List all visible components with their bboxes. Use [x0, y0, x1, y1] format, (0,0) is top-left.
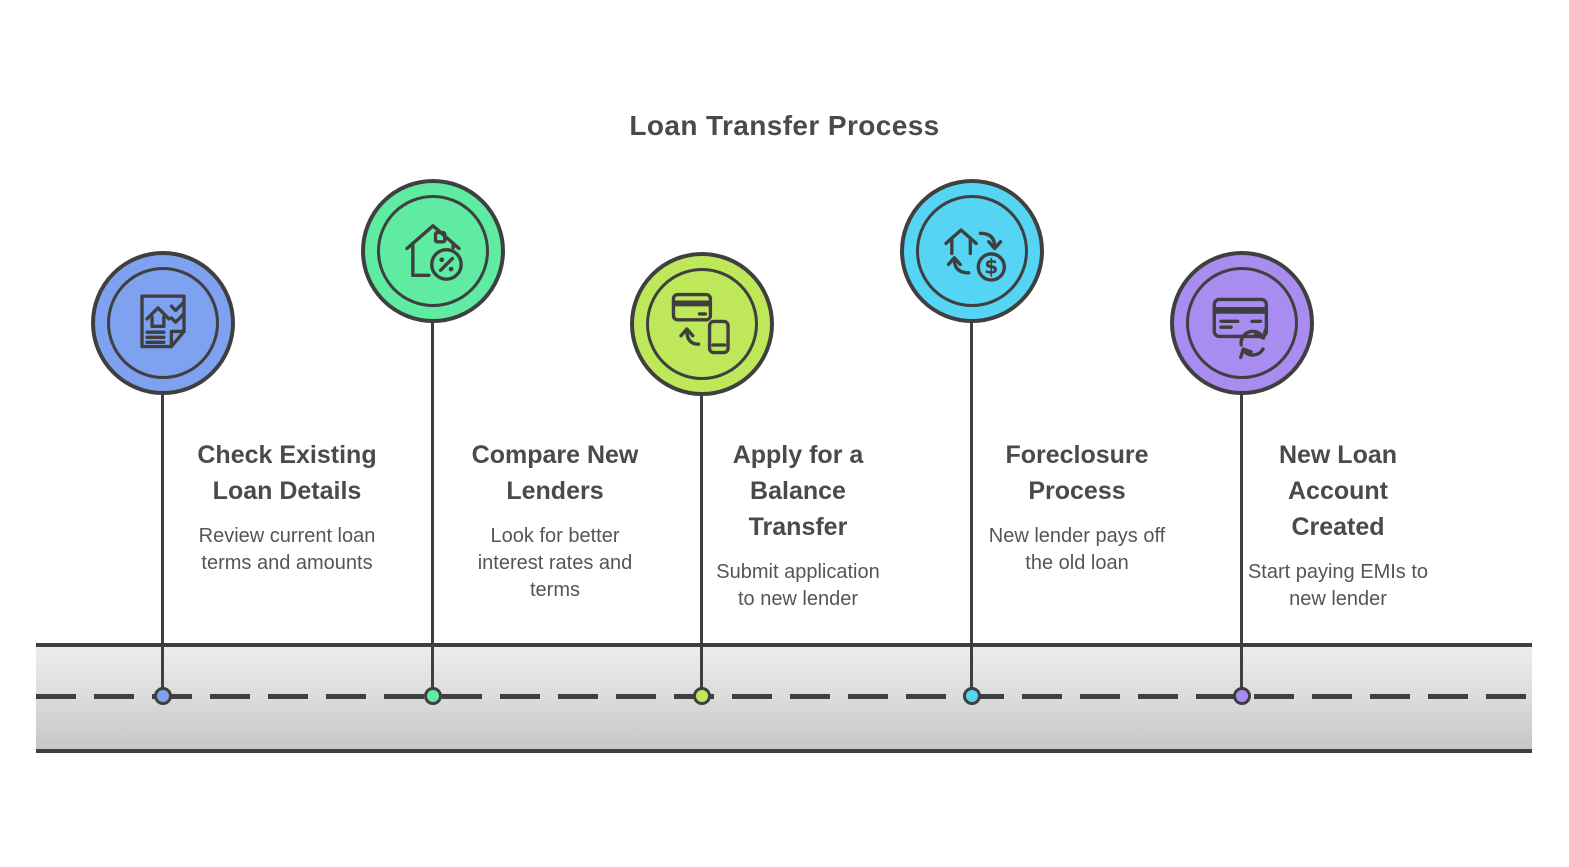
step-text-block: Check Existing Loan Details Review curre… — [172, 437, 402, 577]
step-road-dot — [1233, 687, 1251, 705]
step-description: New lender pays off the old loan — [988, 525, 1166, 574]
house-money-exchange-icon: $ — [944, 228, 1007, 282]
step-title: Compare New Lenders — [471, 441, 639, 505]
step-connector-line — [700, 324, 703, 696]
step-connector-line — [1240, 323, 1243, 696]
step-text-block: Apply for a Balance Transfer Submit appl… — [683, 437, 913, 613]
circle-inner-ring — [377, 195, 489, 307]
step-road-dot — [424, 687, 442, 705]
step-circle: $ — [900, 179, 1044, 323]
step-circle — [91, 251, 235, 395]
timeline-road — [36, 643, 1532, 753]
circle-inner-ring — [107, 267, 219, 379]
step-description: Start paying EMIs to new lender — [1247, 561, 1429, 610]
step-title: Apply for a Balance Transfer — [732, 441, 864, 541]
step-road-dot — [693, 687, 711, 705]
circle-inner-ring — [916, 195, 1028, 307]
step-road-dot — [154, 687, 172, 705]
svg-text:$: $ — [984, 255, 998, 279]
step-connector-line — [970, 251, 973, 696]
step-circle — [1170, 251, 1314, 395]
step-connector-line — [431, 251, 434, 696]
loan-document-checklist-icon — [140, 294, 186, 349]
card-renewal-icon — [1212, 297, 1269, 360]
card-to-phone-transfer-icon — [671, 292, 730, 355]
page-title: Loan Transfer Process — [629, 110, 940, 141]
step-description: Look for better interest rates and terms — [477, 525, 633, 601]
step-text-block: Compare New Lenders Look for better inte… — [440, 437, 670, 604]
step-title: New Loan Account Created — [1278, 441, 1398, 541]
circle-inner-ring — [646, 268, 758, 380]
step-title: Check Existing Loan Details — [197, 441, 377, 505]
circle-inner-ring — [1186, 267, 1298, 379]
step-description: Review current loan terms and amounts — [198, 525, 376, 574]
step-description: Submit application to new lender — [716, 561, 880, 610]
step-text-block: Foreclosure Process New lender pays off … — [962, 437, 1192, 577]
step-title: Foreclosure Process — [1005, 441, 1149, 505]
road-center-dashed-line — [36, 694, 1532, 699]
step-road-dot — [963, 687, 981, 705]
step-circle — [361, 179, 505, 323]
house-interest-rate-icon — [405, 224, 463, 281]
step-connector-line — [161, 323, 164, 696]
step-circle — [630, 252, 774, 396]
step-text-block: New Loan Account Created Start paying EM… — [1223, 437, 1453, 613]
